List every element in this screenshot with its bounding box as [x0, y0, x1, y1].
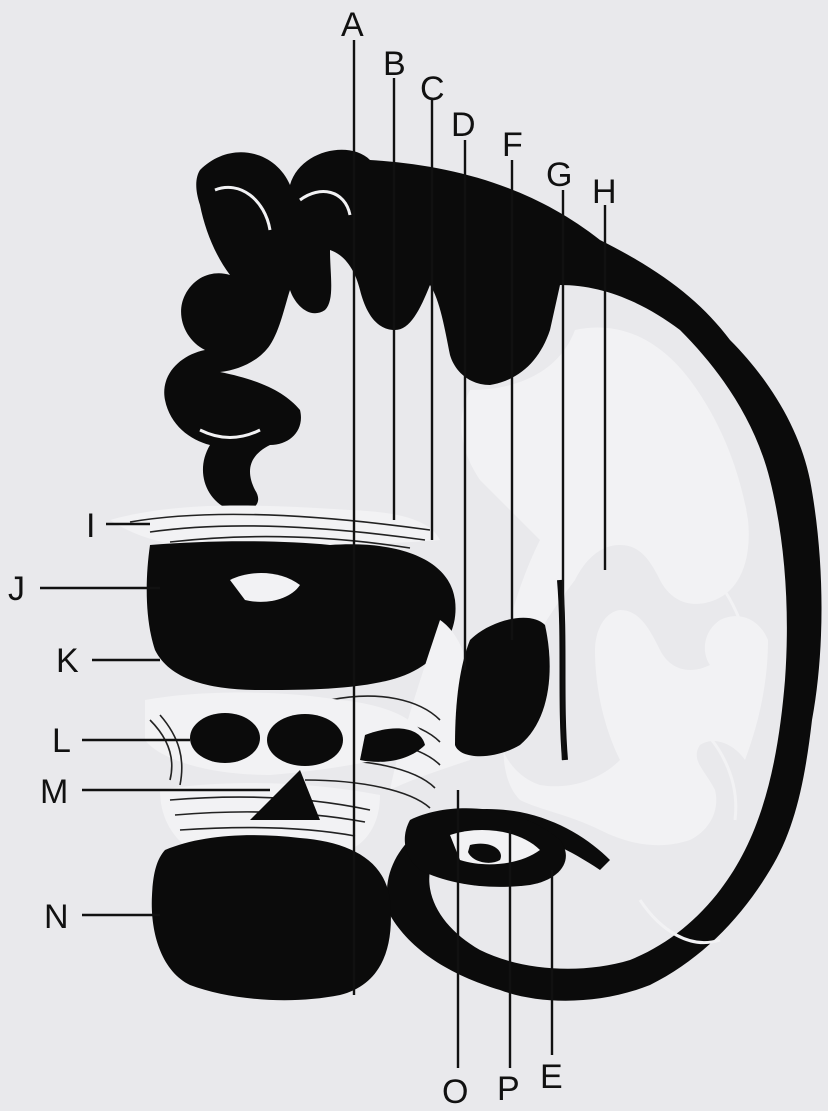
- label-P: P: [497, 1070, 520, 1108]
- label-N: N: [44, 898, 69, 936]
- label-K: K: [56, 642, 79, 680]
- thalamus: [147, 541, 456, 690]
- label-C: C: [420, 70, 445, 108]
- label-L: L: [52, 722, 71, 760]
- label-A: A: [341, 6, 364, 44]
- label-E: E: [540, 1058, 563, 1096]
- label-H: H: [592, 173, 617, 211]
- label-D: D: [451, 106, 476, 144]
- label-G: G: [546, 156, 572, 194]
- label-O: O: [442, 1073, 468, 1111]
- label-J: J: [8, 570, 25, 608]
- label-M: M: [40, 773, 68, 811]
- label-B: B: [383, 45, 406, 83]
- label-I: I: [86, 507, 95, 545]
- label-F: F: [502, 126, 523, 164]
